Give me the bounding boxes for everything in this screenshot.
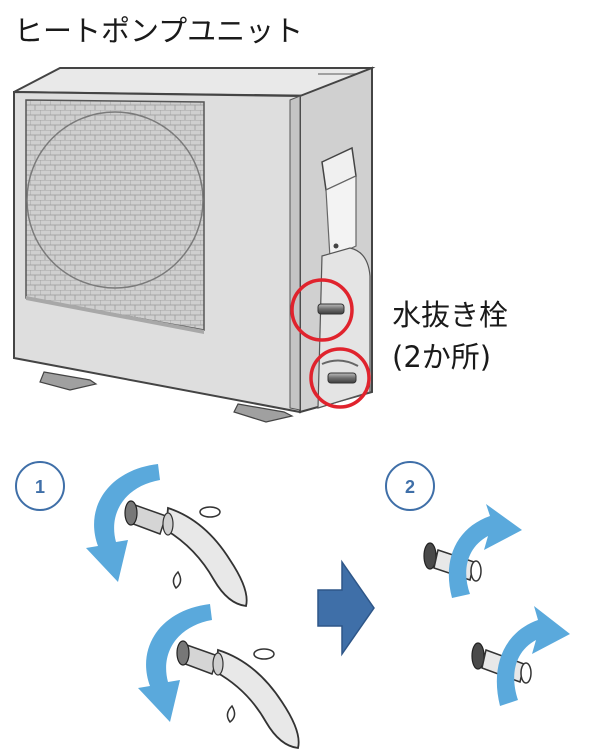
step-1-badge: 1 — [15, 461, 65, 511]
rotate-clockwise-arrow-lower — [496, 606, 570, 706]
rotate-counterclockwise-arrow-lower — [138, 604, 212, 722]
step-2-badge: 2 — [385, 461, 435, 511]
next-step-arrow — [317, 559, 375, 657]
drain-plug-label: 水抜き栓 — [392, 298, 509, 332]
draining-hose-upper — [124, 500, 248, 607]
drain-plug-highlight-lower — [309, 347, 371, 409]
page-title: ヒートポンプユニット — [14, 14, 304, 48]
drain-plug-highlight-upper — [290, 278, 354, 342]
step-2-number: 2 — [405, 477, 415, 497]
drain-plug-count-label: (2か所) — [392, 340, 492, 374]
draining-hose-lower — [176, 640, 300, 749]
rotate-counterclockwise-arrow-upper — [86, 464, 160, 582]
step-1-number: 1 — [35, 477, 45, 497]
heat-pump-unit — [13, 66, 376, 423]
rotate-clockwise-arrow-upper — [448, 504, 522, 598]
